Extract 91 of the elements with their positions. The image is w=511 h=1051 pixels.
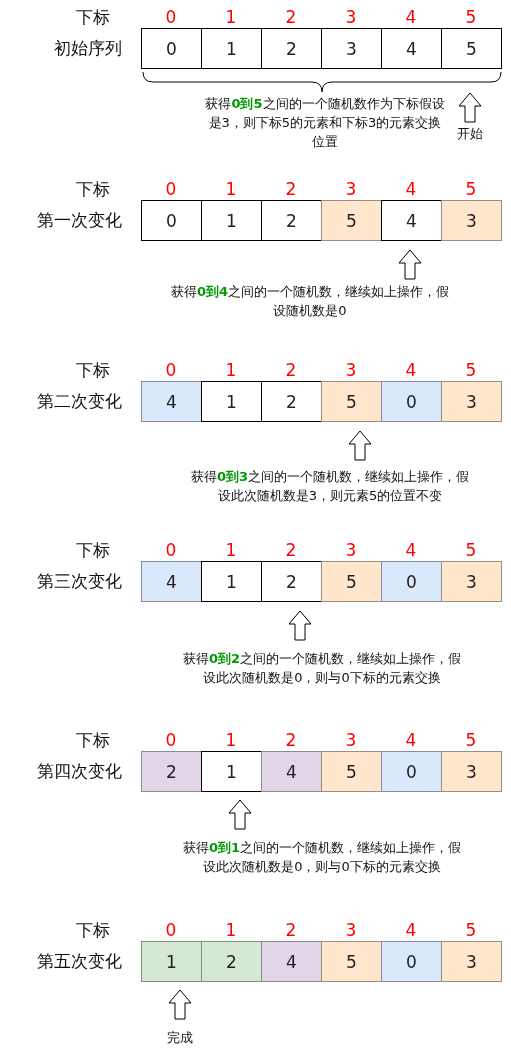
array-cell: 4	[141, 381, 202, 422]
index-number: 5	[465, 730, 477, 751]
caption: 开始	[457, 126, 483, 142]
array-cell: 5	[321, 561, 382, 602]
index-number: 1	[225, 360, 237, 381]
row-label: 第一次变化	[37, 210, 122, 231]
index-number: 1	[225, 7, 237, 28]
array-cell: 4	[261, 941, 322, 982]
array-cell: 5	[321, 751, 382, 792]
array-cell: 4	[381, 28, 442, 69]
array-cell: 4	[261, 751, 322, 792]
row-label: 第三次变化	[37, 571, 122, 592]
index-header: 下标	[76, 730, 110, 751]
index-number: 3	[345, 540, 357, 561]
array-cell: 5	[321, 381, 382, 422]
index-number: 0	[165, 179, 177, 200]
array-cell: 2	[261, 561, 322, 602]
index-number: 0	[165, 730, 177, 751]
note-text: 获得0到1之间的一个随机数，继续如上操作，假设此次随机数是0，则与0下标的元素交换	[181, 839, 463, 876]
index-number: 3	[345, 360, 357, 381]
index-number: 5	[465, 7, 477, 28]
index-header: 下标	[76, 920, 110, 941]
row-label: 第五次变化	[37, 951, 122, 972]
array-cell: 5	[321, 941, 382, 982]
array-cell: 3	[441, 200, 502, 241]
row-label: 初始序列	[54, 38, 122, 59]
index-header: 下标	[76, 540, 110, 561]
array-cell: 2	[261, 200, 322, 241]
index-number: 2	[285, 730, 297, 751]
index-number: 3	[345, 920, 357, 941]
array-cell: 2	[141, 751, 202, 792]
index-number: 2	[285, 540, 297, 561]
index-header: 下标	[76, 179, 110, 200]
index-number: 4	[405, 730, 417, 751]
index-number: 4	[405, 7, 417, 28]
array-cell: 0	[141, 28, 202, 69]
array-cell: 3	[441, 751, 502, 792]
index-header: 下标	[76, 7, 110, 28]
index-number: 3	[345, 179, 357, 200]
index-number: 0	[165, 920, 177, 941]
index-number: 5	[465, 540, 477, 561]
array-cell: 1	[141, 941, 202, 982]
array-cell: 0	[381, 381, 442, 422]
index-number: 2	[285, 179, 297, 200]
row-label: 第四次变化	[37, 761, 122, 782]
array-cell: 0	[141, 200, 202, 241]
index-number: 5	[465, 179, 477, 200]
array-cell: 1	[201, 561, 262, 602]
index-number: 1	[225, 730, 237, 751]
array-cell: 3	[441, 941, 502, 982]
index-number: 5	[465, 360, 477, 381]
note-text: 获得0到2之间的一个随机数，继续如上操作，假设此次随机数是0，则与0下标的元素交换	[181, 650, 463, 687]
array-cell: 1	[201, 381, 262, 422]
index-header: 下标	[76, 360, 110, 381]
index-number: 1	[225, 920, 237, 941]
array-cell: 3	[321, 28, 382, 69]
array-cell: 0	[381, 751, 442, 792]
array-cell: 0	[381, 561, 442, 602]
index-number: 4	[405, 179, 417, 200]
index-number: 0	[165, 360, 177, 381]
array-cell: 5	[321, 200, 382, 241]
array-cell: 4	[381, 200, 442, 241]
array-cell: 1	[201, 200, 262, 241]
index-number: 0	[165, 540, 177, 561]
note-text: 获得0到5之间的一个随机数作为下标假设是3，则下标5的元素和下标3的元素交换位置	[205, 95, 445, 151]
index-number: 1	[225, 179, 237, 200]
row-label: 第二次变化	[37, 391, 122, 412]
array-cell: 3	[441, 381, 502, 422]
index-number: 4	[405, 360, 417, 381]
array-cell: 1	[201, 751, 262, 792]
index-number: 2	[285, 920, 297, 941]
index-number: 5	[465, 920, 477, 941]
index-number: 2	[285, 7, 297, 28]
array-cell: 0	[381, 941, 442, 982]
note-text: 获得0到3之间的一个随机数，继续如上操作，假设此次随机数是3，则元素5的位置不变	[189, 468, 471, 505]
array-cell: 1	[201, 28, 262, 69]
array-cell: 3	[441, 561, 502, 602]
array-cell: 2	[261, 28, 322, 69]
note-text: 获得0到4之间的一个随机数，继续如上操作，假设随机数是0	[169, 283, 451, 320]
index-number: 3	[345, 730, 357, 751]
array-cell: 2	[201, 941, 262, 982]
index-number: 1	[225, 540, 237, 561]
index-number: 4	[405, 920, 417, 941]
array-cell: 5	[441, 28, 502, 69]
array-cell: 2	[261, 381, 322, 422]
index-number: 3	[345, 7, 357, 28]
array-cell: 4	[141, 561, 202, 602]
index-number: 0	[165, 7, 177, 28]
caption: 完成	[167, 1030, 193, 1046]
index-number: 2	[285, 360, 297, 381]
index-number: 4	[405, 540, 417, 561]
